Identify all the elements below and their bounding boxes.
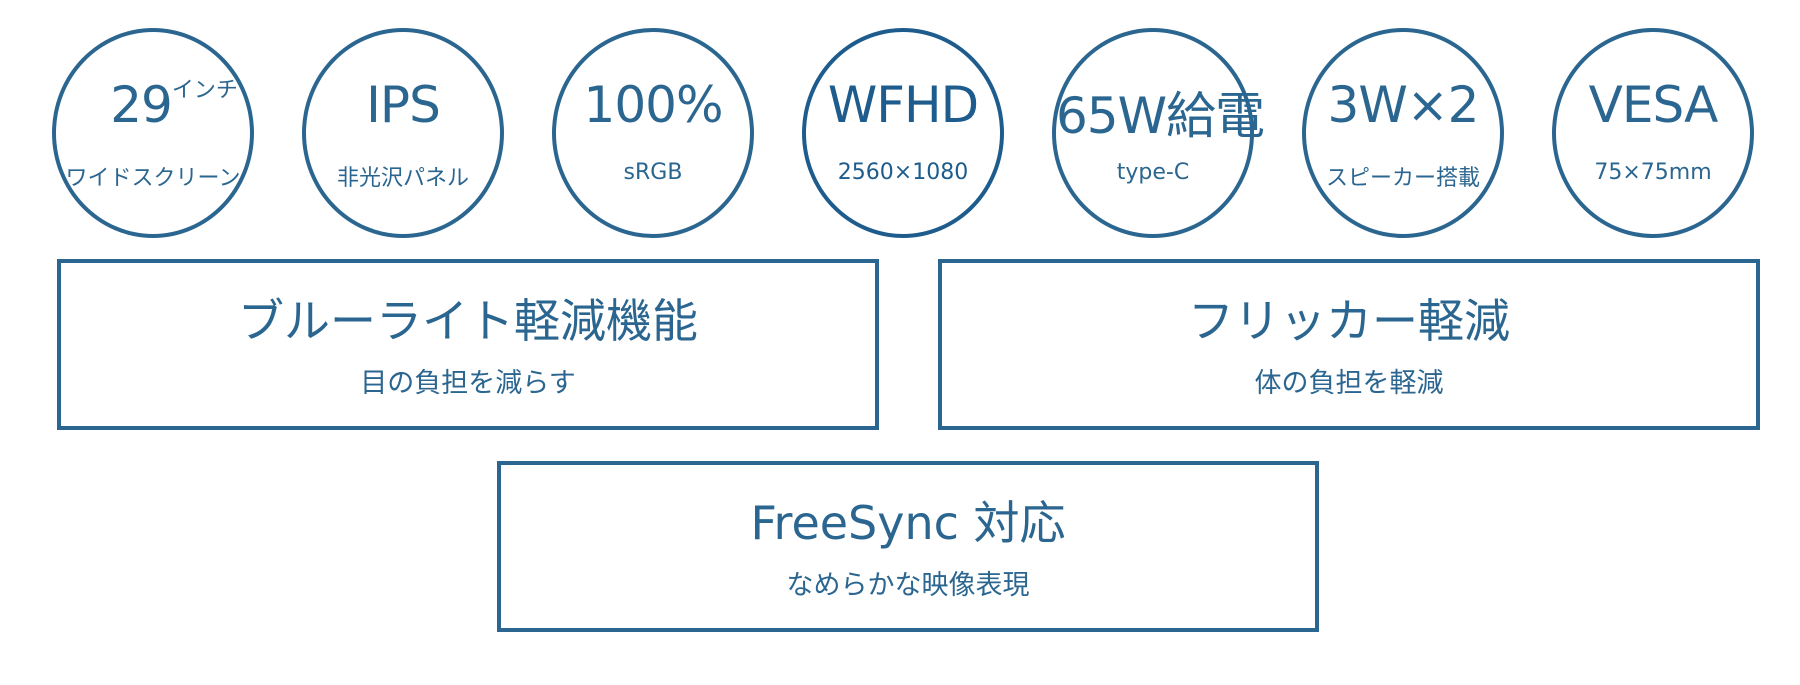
badge-title: IPS [366, 76, 441, 134]
badge-title: 65W給電 [1056, 87, 1265, 145]
badge-resolution: WFHD 2560×1080 [802, 28, 1004, 238]
badge-subtitle: type-C [1116, 160, 1190, 185]
badge-title: 100% [583, 76, 724, 134]
badge-vesa: VESA 75×75mm [1552, 28, 1754, 238]
badge-title-suffix: インチ [171, 78, 238, 103]
badge-speakers: 3W×2 スピーカー搭載 [1302, 28, 1504, 238]
feature-subtitle: なめらかな映像表現 [786, 570, 1030, 601]
feature-subtitle: 目の負担を減らす [360, 368, 576, 399]
feature-title: FreeSync 対応 [750, 496, 1066, 550]
feature-subtitle: 体の負担を軽減 [1254, 368, 1444, 399]
feature-flicker: フリッカー軽減 体の負担を軽減 [938, 259, 1760, 430]
badge-title: VESA [1588, 76, 1719, 134]
badge-color-gamut: 100% sRGB [552, 28, 754, 238]
badge-power-delivery: 65W給電 type-C [1052, 28, 1265, 238]
badge-subtitle: 2560×1080 [837, 160, 969, 185]
badge-title: 3W×2 [1327, 76, 1480, 134]
badge-panel: IPS 非光沢パネル [302, 28, 504, 238]
badge-subtitle: sRGB [623, 160, 683, 185]
feature-blue-light: ブルーライト軽減機能 目の負担を減らす [57, 259, 879, 430]
badge-subtitle: スピーカー搭載 [1325, 166, 1480, 191]
badge-title: WFHD [827, 76, 979, 134]
feature-title: ブルーライト軽減機能 [238, 294, 698, 348]
feature-title: フリッカー軽減 [1188, 294, 1510, 348]
badge-subtitle: ワイドスクリーン [65, 166, 241, 191]
badge-screen-size: 29インチ ワイドスクリーン [52, 28, 254, 238]
badge-subtitle: 非光沢パネル [336, 166, 469, 191]
badge-title-number: 29 [110, 76, 173, 134]
badge-title: 29インチ [56, 76, 250, 134]
badge-subtitle: 75×75mm [1594, 160, 1712, 185]
feature-freesync: FreeSync 対応 なめらかな映像表現 [497, 461, 1319, 632]
